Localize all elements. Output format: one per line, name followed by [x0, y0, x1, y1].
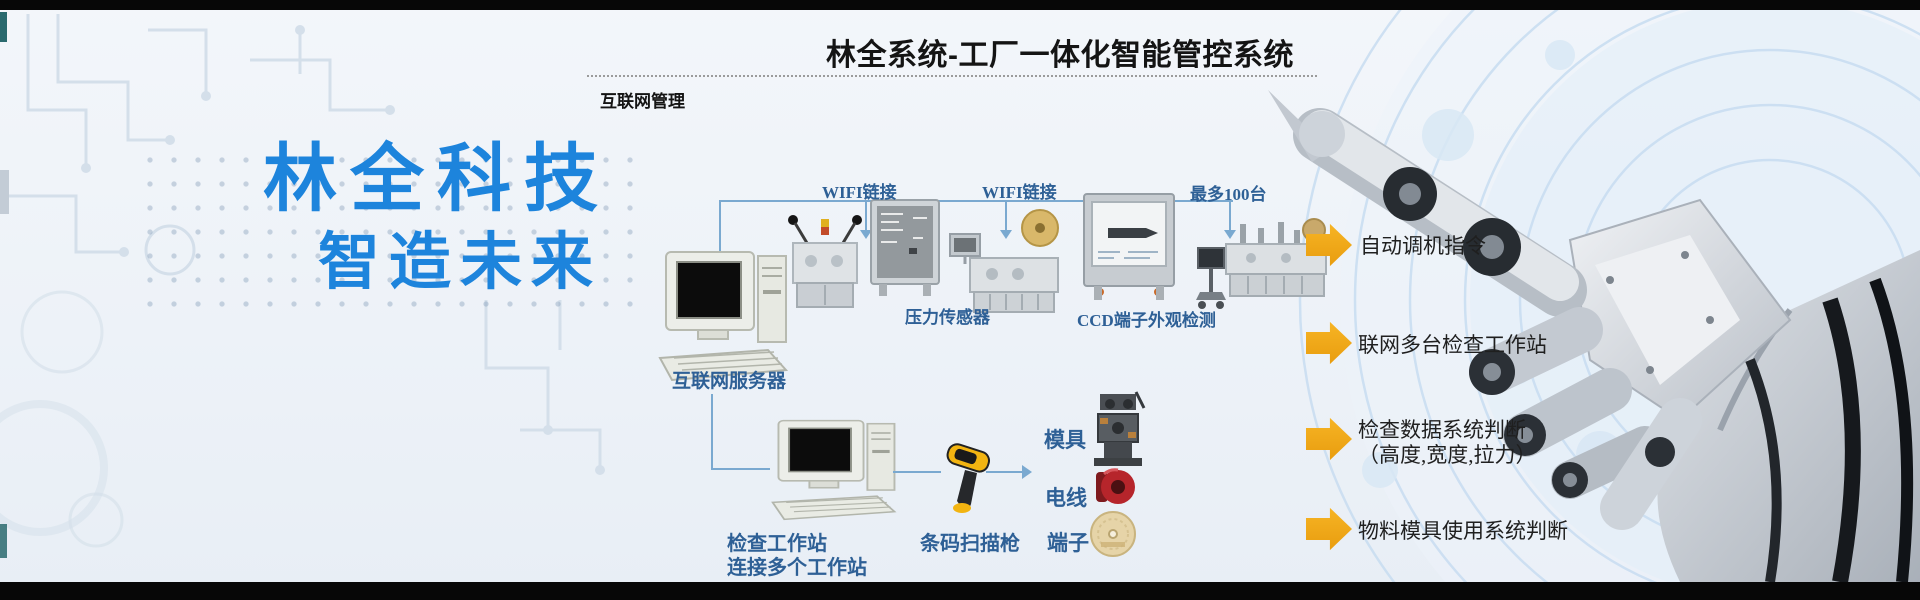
benefit-text-1: 自动调机指令 [1360, 234, 1486, 258]
network-horizontal-line [720, 200, 1233, 202]
wifi-drop-arrow-1 [860, 202, 872, 239]
terminal-reel-icon [1090, 511, 1136, 557]
crimping-machine-illustration [788, 215, 862, 308]
brand-name-text: 林全科技 [263, 137, 611, 220]
workstation-label-line1: 检查工作站 [727, 533, 827, 555]
diagram-title: 林全系统-工厂一体化智能管控系统 [826, 39, 1294, 72]
wifi-drop-arrow-3 [1224, 202, 1236, 239]
benefit-text-3-line1: 检查数据系统判断 [1358, 418, 1526, 442]
server-workstation-connector [711, 394, 770, 470]
workstation-scanner-line [893, 471, 941, 473]
benefit-text-3: 检查数据系统判断 （高度,宽度,拉力） [1358, 418, 1537, 468]
pressure-sensor-label: 压力传感器 [905, 308, 990, 327]
wire-spool-icon [1096, 468, 1135, 504]
benefit-text-4: 物料模具使用系统判断 [1358, 519, 1568, 543]
brand-slogan-text: 智造未来 [318, 228, 603, 297]
halftone-dots-decoration [138, 148, 638, 320]
internet-management-label: 互联网管理 [600, 92, 685, 111]
barcode-scanner-label: 条码扫描枪 [920, 533, 1020, 555]
max-units-label: 最多100台 [1190, 185, 1267, 204]
wifi-link-label-2: WIFI链接 [982, 183, 1057, 202]
robot-hand-illustration [1268, 0, 1920, 582]
wifi-drop-arrow-2 [1000, 202, 1012, 239]
wifi-link-label-1: WIFI链接 [822, 183, 897, 202]
internet-server-computer-illustration [658, 251, 789, 382]
barcode-scanner-illustration [946, 443, 991, 513]
internet-server-label: 互联网服务器 [672, 371, 787, 392]
title-dotted-divider [587, 75, 1317, 77]
ccd-inspection-panel-illustration [1083, 193, 1175, 300]
server-uplink-line [719, 200, 721, 253]
reel-feeder-machine-illustration [949, 209, 1059, 313]
top-frame-bar [0, 0, 1920, 10]
wire-label: 电线 [1045, 486, 1087, 510]
inspection-workstation-computer-illustration [771, 419, 897, 521]
bottom-frame-bar [0, 582, 1920, 600]
mold-icon [1094, 391, 1146, 466]
workstation-label-line2: 连接多个工作站 [727, 557, 867, 579]
scanner-items-arrow [986, 465, 1032, 479]
circuit-pattern-decoration [0, 12, 605, 558]
benefit-text-3-line2: （高度,宽度,拉力） [1358, 443, 1537, 467]
terminal-label: 端子 [1047, 531, 1089, 555]
benefit-text-2: 联网多台检查工作站 [1358, 333, 1547, 357]
ccd-inspection-label: CCD端子外观检测 [1077, 311, 1216, 330]
measurement-display-panel-illustration [870, 199, 940, 296]
assembly-line-machine-illustration [1196, 218, 1327, 309]
mold-label: 模具 [1044, 428, 1086, 452]
